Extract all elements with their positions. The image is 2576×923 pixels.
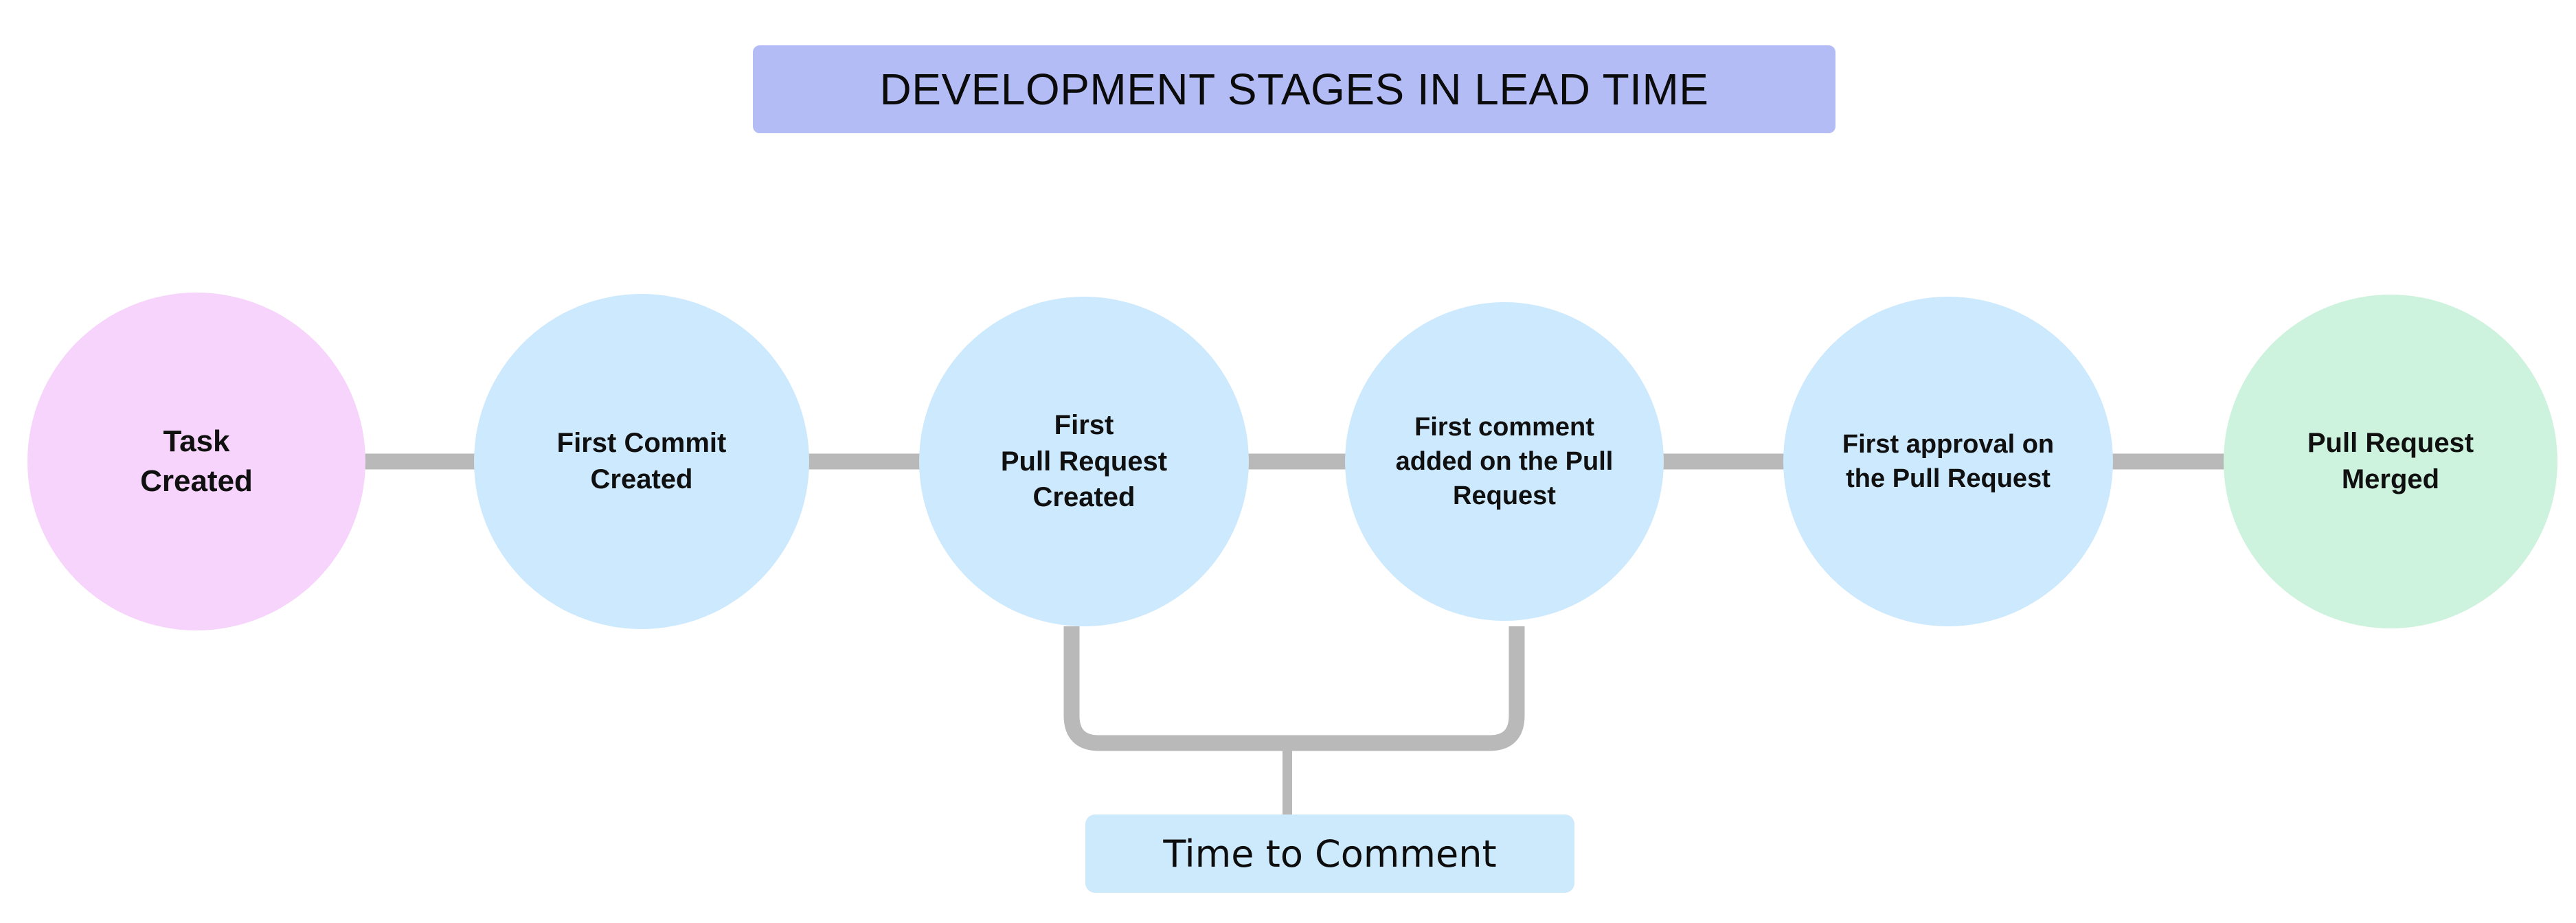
edge-label-text: Time to Comment [1163,832,1497,876]
node-label: First approval on the Pull Request [1842,429,2055,493]
page-title: DEVELOPMENT STAGES IN LEAD TIME [879,65,1709,114]
node-label: First Pull Request Created [1000,409,1168,513]
node-first-approval[interactable]: First approval on the Pull Request [1783,297,2113,626]
edge-label-bracket [1063,626,1525,751]
node-first-pull-request-created[interactable]: First Pull Request Created [919,297,1249,626]
node-first-commit-created[interactable]: First Commit Created [474,294,809,629]
node-task-created[interactable]: Task Created [27,293,365,630]
node-label: Pull Request Merged [2307,428,2474,494]
diagram-title-box: DEVELOPMENT STAGES IN LEAD TIME [753,45,1835,133]
node-label: Task Created [140,424,253,498]
node-pull-request-merged[interactable]: Pull Request Merged [2224,295,2557,628]
node-label: First comment added on the Pull Request [1395,412,1614,511]
edge-label-time-to-comment[interactable]: Time to Comment [1085,814,1574,893]
node-first-comment-added[interactable]: First comment added on the Pull Request [1345,302,1664,621]
node-label: First Commit Created [556,428,727,494]
